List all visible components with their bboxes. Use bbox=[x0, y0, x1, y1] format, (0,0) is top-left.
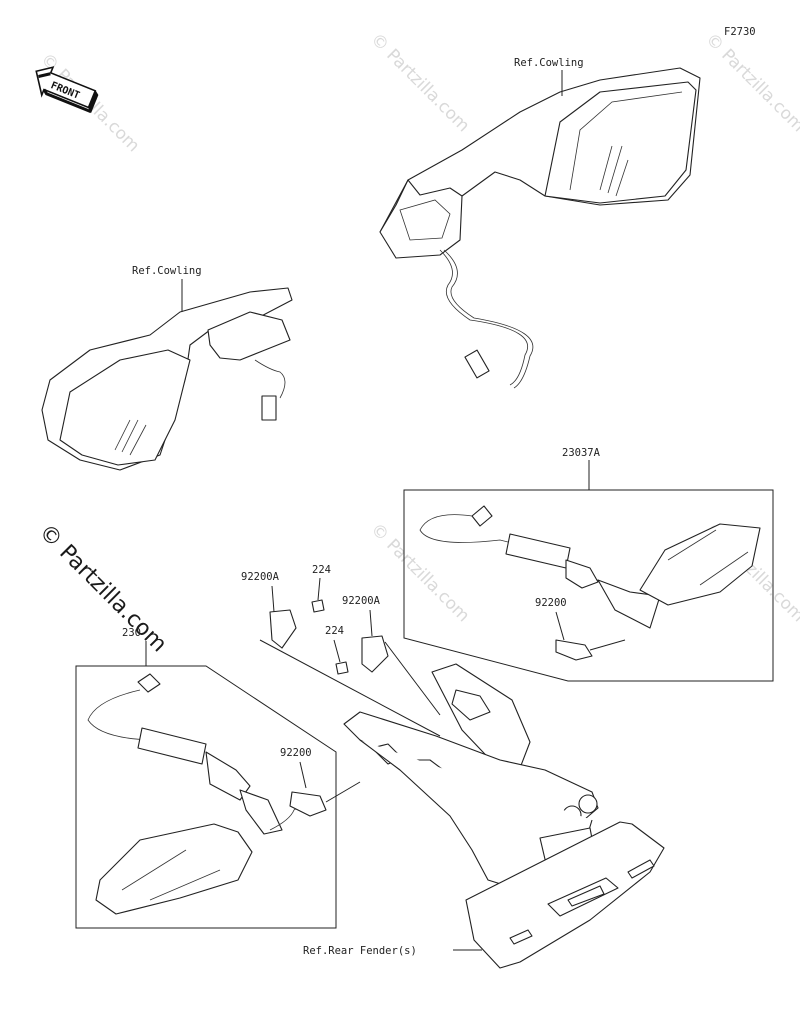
part-label-230: 230 bbox=[122, 627, 141, 639]
bracket-92200A-right bbox=[361, 635, 389, 673]
leader-line bbox=[333, 639, 341, 663]
ref-cowling-left-label: Ref.Cowling bbox=[132, 265, 202, 277]
right-mirror bbox=[379, 67, 701, 389]
watermark: © Partzilla.com bbox=[366, 29, 473, 136]
leader-line bbox=[299, 761, 307, 789]
part-label-224-upper: 224 bbox=[312, 564, 331, 576]
leader-line bbox=[589, 639, 626, 651]
bracket-92200A-left bbox=[269, 609, 297, 649]
part-label-92200-lower: 92200 bbox=[280, 747, 312, 759]
watermark: © Partzilla.com bbox=[701, 29, 800, 136]
leader-line bbox=[384, 641, 441, 716]
leader-line bbox=[369, 609, 373, 637]
ref-rear-fender-label: Ref.Rear Fender(s) bbox=[303, 945, 417, 957]
screw-224-upper bbox=[311, 599, 325, 613]
figure-code: F2730 bbox=[724, 26, 756, 38]
assembly-box-left bbox=[75, 665, 337, 929]
leader-line bbox=[325, 781, 361, 803]
rear-turn-signal-right bbox=[419, 505, 761, 629]
left-mirror bbox=[41, 287, 293, 471]
watermark: © Partzilla.com bbox=[366, 519, 473, 626]
part-label-23037A: 23037A bbox=[562, 447, 601, 459]
gasket-92200-upper bbox=[555, 639, 593, 661]
part-label-92200-upper: 92200 bbox=[535, 597, 567, 609]
leader-line bbox=[555, 611, 565, 641]
gasket-92200-lower bbox=[289, 791, 327, 817]
part-label-92200A-left: 92200A bbox=[241, 571, 280, 583]
leader-line bbox=[259, 639, 441, 737]
part-label-224-lower: 224 bbox=[325, 625, 344, 637]
assembly-box-right bbox=[403, 489, 774, 682]
leader-line bbox=[317, 577, 321, 601]
rear-fender bbox=[343, 663, 665, 969]
part-label-92200A-right: 92200A bbox=[342, 595, 381, 607]
screw-224-lower bbox=[335, 661, 349, 675]
rear-turn-signal-left bbox=[87, 673, 301, 915]
partzilla-watermark: © Partzilla.com bbox=[34, 520, 172, 658]
leader-line bbox=[271, 585, 275, 613]
ref-cowling-right-label: Ref.Cowling bbox=[514, 57, 584, 69]
